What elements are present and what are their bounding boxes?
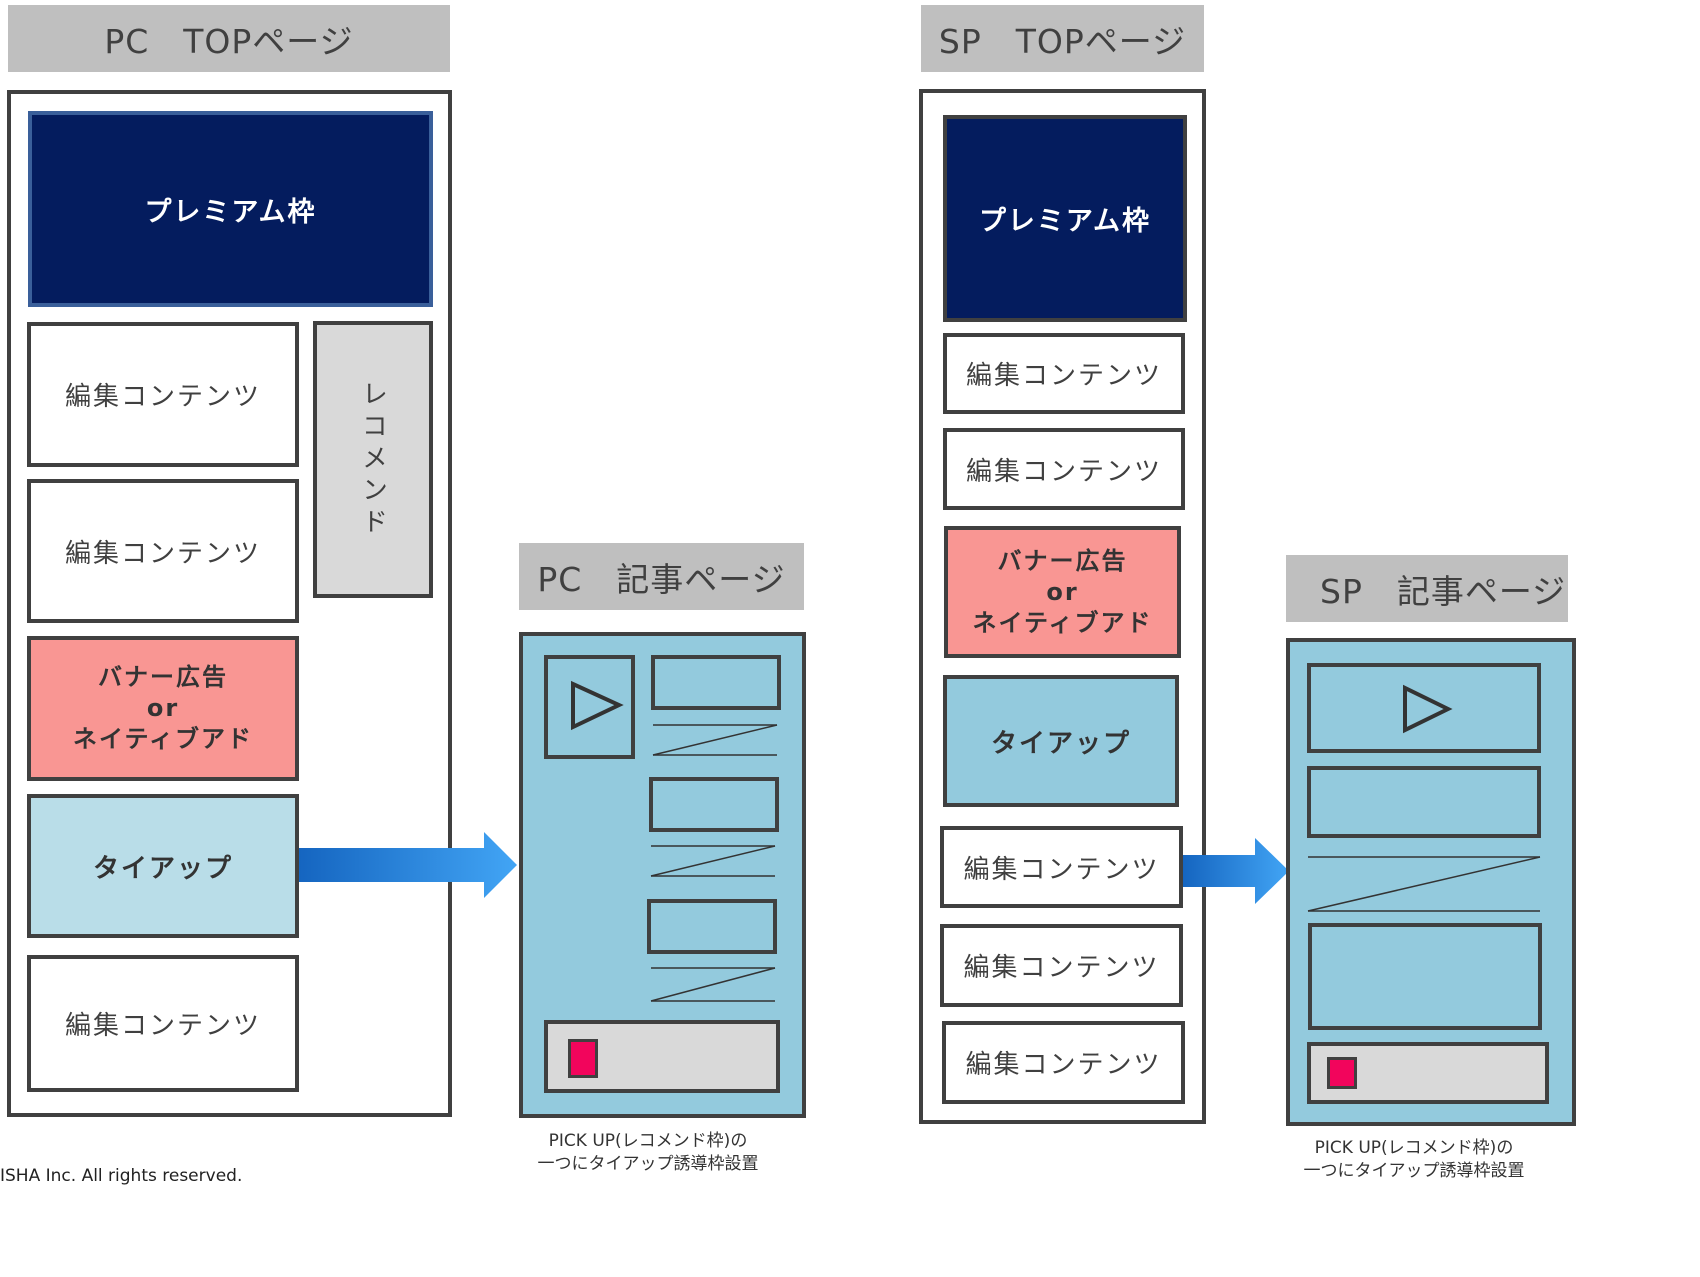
play-icon bbox=[571, 680, 624, 731]
sp-editorial-content-1: 編集コンテンツ bbox=[943, 333, 1185, 414]
sp-text-lines bbox=[1307, 856, 1541, 912]
sp-editorial-content-2: 編集コンテンツ bbox=[943, 428, 1185, 510]
pc-arrow-right-icon bbox=[299, 832, 517, 898]
pc-text-lines-2 bbox=[650, 845, 776, 877]
pc-banner-ad: バナー広告 or ネイティブアド bbox=[27, 636, 299, 781]
pc-premium-slot: プレミアム枠 bbox=[28, 111, 433, 307]
sp-editorial-content-3: 編集コンテンツ bbox=[940, 826, 1183, 908]
pc-tieup-chip bbox=[568, 1039, 598, 1078]
sp-tieup: タイアップ bbox=[943, 675, 1179, 807]
banner-label: バナー広告 bbox=[997, 546, 1128, 575]
pc-editorial-content-3: 編集コンテンツ bbox=[27, 955, 299, 1092]
sp-article-block-2 bbox=[1308, 923, 1542, 1030]
pc-article-block-3 bbox=[647, 899, 777, 954]
banner-or: or bbox=[1046, 577, 1079, 606]
sp-tieup-chip bbox=[1327, 1057, 1357, 1089]
sp-video-thumbnail bbox=[1307, 663, 1541, 753]
pc-editorial-content-2: 編集コンテンツ bbox=[27, 479, 299, 623]
sp-top-header: SP TOPページ bbox=[921, 5, 1204, 72]
pc-article-header: PC 記事ページ bbox=[519, 543, 804, 610]
native-ad-label: ネイティブアド bbox=[972, 608, 1153, 637]
pc-tieup: タイアップ bbox=[27, 794, 299, 938]
sp-editorial-content-4: 編集コンテンツ bbox=[940, 924, 1183, 1007]
pc-top-header: PC TOPページ bbox=[8, 5, 450, 72]
pc-article-block-2 bbox=[649, 777, 779, 832]
pc-editorial-content-1: 編集コンテンツ bbox=[27, 322, 299, 467]
pc-article-caption: PICK UP(レコメンド枠)の 一つにタイアップ誘導枠設置 bbox=[537, 1131, 759, 1174]
pc-text-lines-1 bbox=[652, 724, 778, 756]
sp-article-header: SP 記事ページ bbox=[1286, 555, 1568, 622]
sp-pickup-bar bbox=[1307, 1042, 1549, 1104]
pc-pickup-bar bbox=[544, 1020, 780, 1093]
native-ad-label: ネイティブアド bbox=[72, 725, 254, 753]
pc-text-lines-3 bbox=[650, 967, 776, 1002]
pc-recommend-column: レコメンド bbox=[313, 321, 433, 598]
pc-video-thumbnail bbox=[544, 655, 635, 759]
play-icon bbox=[1403, 684, 1453, 734]
sp-editorial-content-5: 編集コンテンツ bbox=[942, 1021, 1185, 1104]
sp-arrow-right-icon bbox=[1183, 838, 1289, 904]
banner-or: or bbox=[146, 694, 180, 722]
sp-article-caption: PICK UP(レコメンド枠)の 一つにタイアップ誘導枠設置 bbox=[1303, 1138, 1525, 1181]
sp-article-block-1 bbox=[1307, 766, 1541, 838]
sp-premium-slot: プレミアム枠 bbox=[943, 115, 1187, 322]
copyright-footer: ISHA Inc. All rights reserved. bbox=[0, 1166, 243, 1186]
banner-label: バナー広告 bbox=[98, 663, 228, 691]
sp-banner-ad: バナー広告 or ネイティブアド bbox=[944, 526, 1181, 658]
pc-article-block-1 bbox=[651, 655, 781, 710]
